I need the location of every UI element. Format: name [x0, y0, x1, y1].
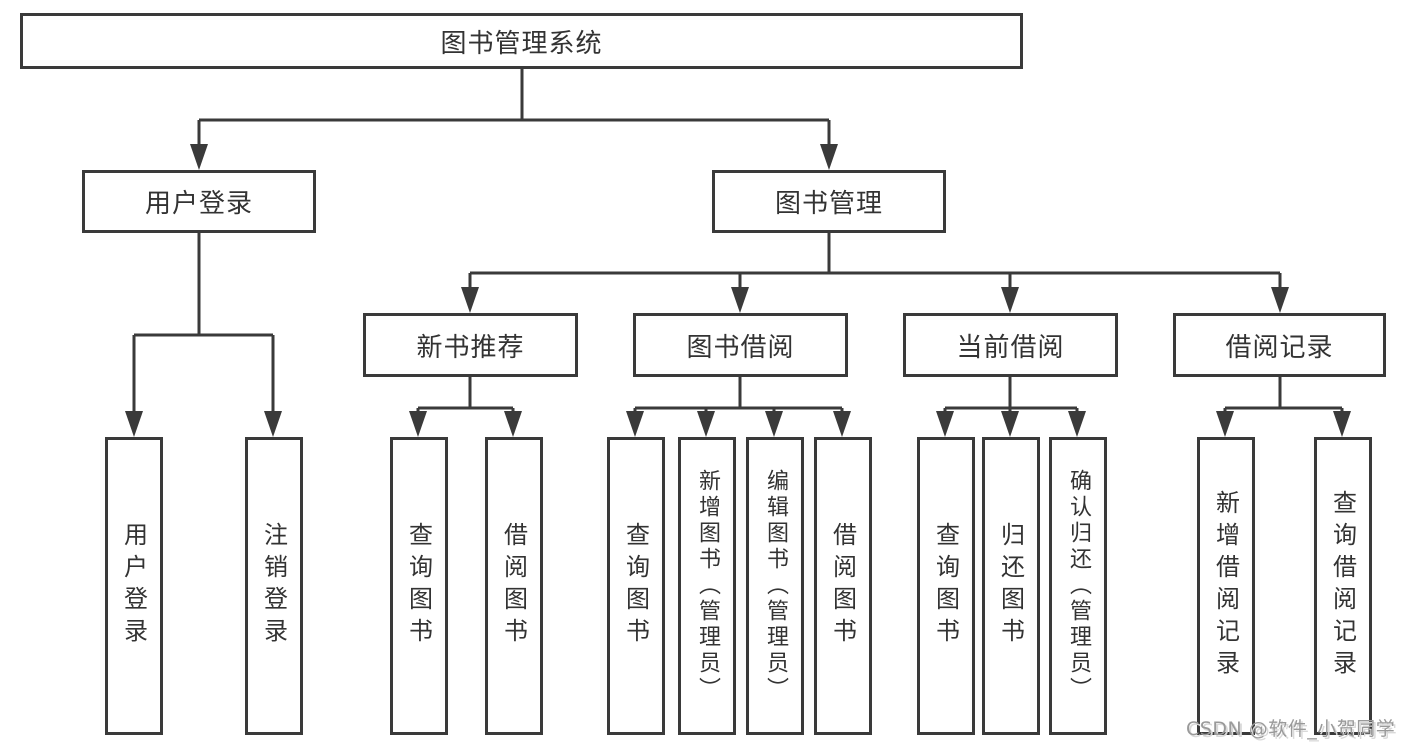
leaf-query-book-recommend: 查询图书	[390, 437, 448, 735]
arrowhead	[626, 411, 644, 437]
connector-line	[1223, 377, 1344, 433]
leaf-confirm-return-admin: 确认归还（管理员）	[1049, 437, 1107, 735]
arrowheads	[125, 144, 1351, 437]
arrowhead	[461, 287, 479, 313]
connector-line	[468, 233, 1282, 309]
connector-borrow-to-leaves	[633, 377, 844, 433]
node-root: 图书管理系统	[20, 13, 1023, 69]
arrowhead	[1001, 287, 1019, 313]
node-book-borrow: 图书借阅	[633, 313, 848, 377]
leaf-query-book-borrow: 查询图书	[607, 437, 665, 735]
leaf-query-borrow-record: 查询借阅记录	[1314, 437, 1372, 735]
leaf-query-book-current: 查询图书	[917, 437, 975, 735]
arrowhead	[1333, 411, 1351, 437]
leaf-user-login: 用户登录	[105, 437, 163, 735]
node-book-management: 图书管理	[712, 170, 946, 233]
leaf-edit-book-admin: 编辑图书（管理员）	[746, 437, 804, 735]
node-user-login: 用户登录	[82, 170, 316, 233]
arrowhead	[936, 411, 954, 437]
csdn-watermark: CSDN @软件_小贺同学	[1186, 718, 1396, 740]
arrowhead	[731, 287, 749, 313]
arrowhead	[765, 411, 783, 437]
connector-line	[416, 377, 515, 433]
leaf-borrow-book: 借阅图书	[814, 437, 872, 735]
connector-line	[132, 233, 275, 433]
connector-line	[197, 69, 831, 166]
connector-login-to-leaves	[132, 233, 275, 433]
connector-line	[633, 377, 844, 433]
leaf-logout: 注销登录	[245, 437, 303, 735]
leaf-return-book: 归还图书	[982, 437, 1040, 735]
node-new-book-recommend: 新书推荐	[363, 313, 578, 377]
arrowhead	[1001, 411, 1019, 437]
arrowhead	[409, 411, 427, 437]
node-current-borrow: 当前借阅	[903, 313, 1118, 377]
arrowhead	[264, 411, 282, 437]
connector-record-to-leaves	[1223, 377, 1344, 433]
connector-root-to-level2	[197, 69, 831, 166]
arrowhead	[1068, 411, 1086, 437]
node-borrow-record: 借阅记录	[1173, 313, 1386, 377]
connector-manage-to-level3	[468, 233, 1282, 309]
leaf-borrow-book-recommend: 借阅图书	[485, 437, 543, 735]
arrowhead	[1271, 287, 1289, 313]
arrowhead	[125, 411, 143, 437]
arrowhead	[504, 411, 522, 437]
connector-recommend-to-leaves	[416, 377, 515, 433]
arrowhead	[833, 411, 851, 437]
arrowhead	[820, 144, 838, 170]
arrowhead	[1216, 411, 1234, 437]
arrowhead	[697, 411, 715, 437]
leaf-add-borrow-record: 新增借阅记录	[1197, 437, 1255, 735]
leaf-add-book-admin: 新增图书（管理员）	[678, 437, 736, 735]
arrowhead	[190, 144, 208, 170]
